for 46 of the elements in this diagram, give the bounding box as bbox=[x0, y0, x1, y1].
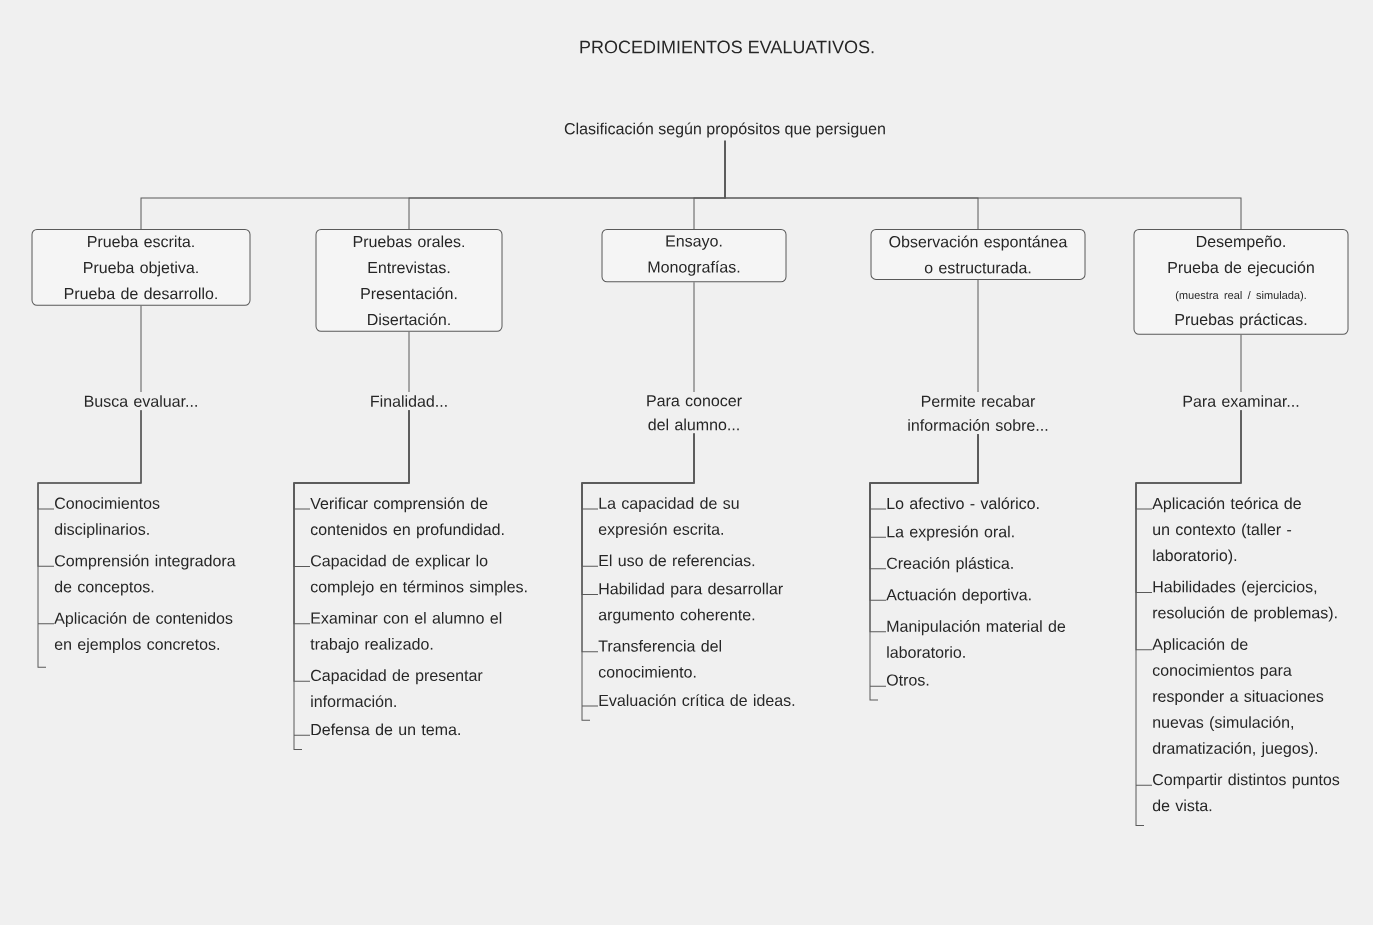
connector-line bbox=[581, 433, 695, 721]
purpose-text: Busca evaluar... bbox=[84, 395, 197, 407]
list-item: Otros. bbox=[886, 674, 929, 686]
connector-line bbox=[293, 409, 410, 750]
list-item: Verificar comprensión de contenidos en profundidad. bbox=[310, 497, 504, 539]
list-item: Comprensión integradora de conceptos. bbox=[54, 554, 236, 596]
heading-text: Clasificación según propósitos que persiguen bbox=[564, 122, 885, 138]
list-item: Habilidad para desarrollar argumento coherente. bbox=[598, 582, 783, 624]
purpose-text: Para conocer del alumno... bbox=[647, 395, 742, 431]
list-item: El uso de referencias. bbox=[599, 554, 755, 567]
purpose-text: Finalidad... bbox=[371, 395, 447, 407]
list-item: Conocimientos disciplinarios. bbox=[54, 497, 160, 539]
category-box: Desempeño. Prueba de ejecución (muestra real / simulada). Pruebas prácticas. bbox=[1133, 229, 1349, 335]
category-box: Observación espontánea o estructurada. bbox=[870, 229, 1086, 280]
list-item: Compartir distintos puntos de vista. bbox=[1152, 773, 1340, 812]
connector-line bbox=[140, 305, 142, 393]
category-box: Prueba escrita. Prueba objetiva. Prueba de desarrollo. bbox=[31, 229, 251, 306]
list-item: Habilidades (ejercicios, resolución de problemas). bbox=[1153, 580, 1337, 622]
list-item: La expresión oral. bbox=[887, 525, 1014, 541]
list-item: Evaluación crítica de ideas. bbox=[599, 694, 795, 707]
list-item: Capacidad de explicar lo complejo en términos simples. bbox=[310, 554, 527, 596]
category-box: Ensayo. Monografías. bbox=[601, 229, 787, 283]
connector-line bbox=[693, 281, 695, 393]
list-item: Transferencia del conocimiento. bbox=[598, 640, 721, 678]
connector-line bbox=[869, 433, 979, 701]
list-item: Manipulación material de laboratorio. bbox=[887, 620, 1066, 658]
connector-line bbox=[1135, 409, 1242, 826]
list-item: Creación plástica. bbox=[887, 557, 1013, 573]
connector-line bbox=[724, 140, 1242, 230]
connector-line bbox=[1240, 334, 1242, 393]
list-item: La capacidad de su expresión escrita. bbox=[598, 497, 739, 539]
list-item: Defensa de un tema. bbox=[311, 723, 460, 736]
connector-line bbox=[408, 331, 410, 393]
list-item: Lo afectivo - valórico. bbox=[887, 497, 1039, 510]
list-item: Aplicación teórica de un contexto (taller - laboratorio). bbox=[1152, 497, 1301, 565]
list-item: Examinar con el alumno el trabajo realizado. bbox=[310, 612, 502, 653]
connector-line bbox=[37, 409, 142, 668]
list-item: Aplicación de conocimientos para responder a situaciones nuevas (simulación, dramatización, juegos). bbox=[1152, 638, 1324, 758]
purpose-text: Para examinar... bbox=[1183, 395, 1299, 407]
connector-line bbox=[977, 279, 979, 393]
list-item: Capacidad de presentar información. bbox=[311, 669, 483, 708]
category-box: Pruebas orales. Entrevistas. Presentación. Disertación. bbox=[315, 229, 503, 332]
purpose-text: Permite recabar información sobre... bbox=[908, 395, 1048, 431]
list-item: Aplicación de contenidos en ejemplos concretos. bbox=[54, 612, 233, 654]
list-item: Actuación deportiva. bbox=[886, 588, 1031, 604]
title: PROCEDIMIENTOS EVALUATIVOS. bbox=[580, 40, 874, 54]
